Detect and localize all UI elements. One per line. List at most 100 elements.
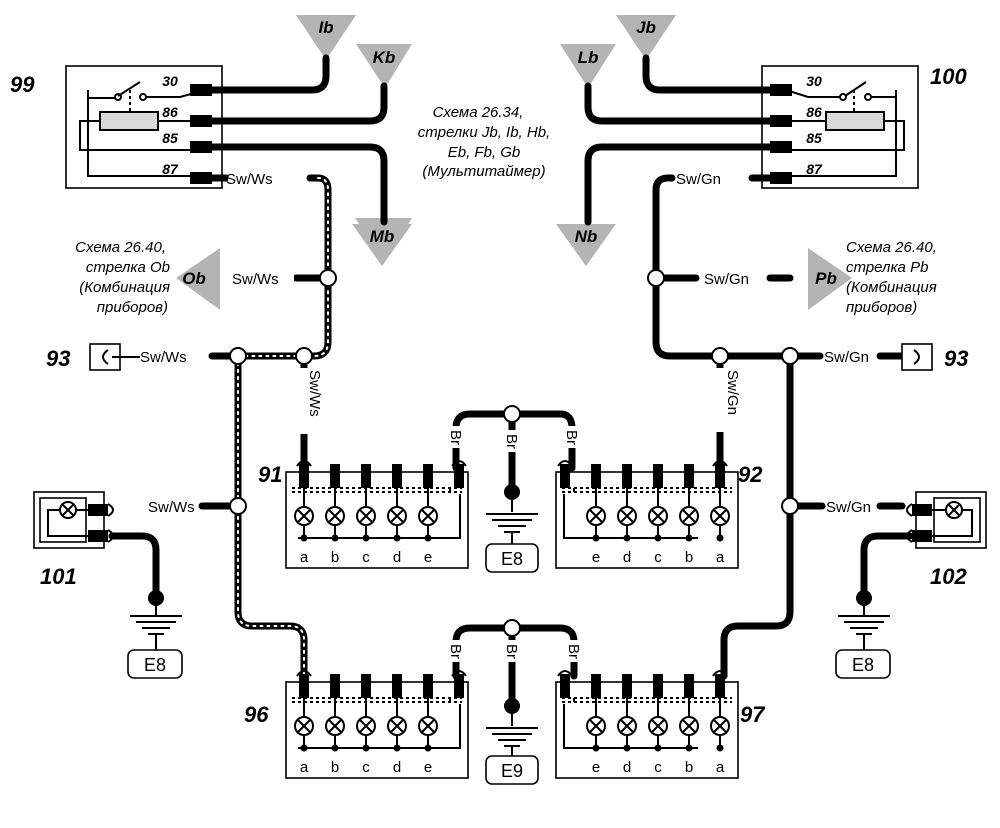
lamp-letter: d bbox=[393, 549, 401, 566]
lamp-letter: b bbox=[685, 549, 693, 566]
ground-e8-right: E8 bbox=[835, 532, 914, 679]
svg-text:(Комбинация: (Комбинация bbox=[79, 279, 170, 296]
switch-pin bbox=[653, 674, 663, 698]
svg-text:Pb: Pb bbox=[815, 269, 837, 288]
lamp-letter: a bbox=[300, 549, 309, 566]
svg-text:93: 93 bbox=[944, 346, 968, 371]
svg-text:86: 86 bbox=[806, 104, 822, 120]
switch-pin bbox=[330, 674, 340, 698]
lamp-letter: c bbox=[654, 549, 662, 566]
ground-e8-center: E8 bbox=[485, 484, 539, 573]
arrow-mb: Mb bbox=[352, 218, 412, 266]
svg-text:102: 102 bbox=[930, 564, 967, 589]
switch-housing bbox=[555, 471, 739, 569]
svg-text:Eb, Fb, Gb: Eb, Fb, Gb bbox=[448, 144, 521, 161]
switch-pin bbox=[622, 674, 632, 698]
lamp-letter: d bbox=[393, 759, 401, 776]
switch-pin bbox=[715, 674, 725, 698]
arrow-kb: Kb bbox=[356, 44, 412, 88]
wires-top-left bbox=[208, 54, 388, 226]
lamp-letter: c bbox=[654, 759, 662, 776]
switch-pin bbox=[423, 674, 433, 698]
svg-text:Mb: Mb bbox=[370, 227, 395, 246]
svg-text:Br: Br bbox=[503, 644, 520, 659]
connector-93-left: 93 bbox=[46, 343, 140, 371]
lamp-letter: e bbox=[592, 549, 600, 566]
label-91: 91 bbox=[258, 462, 282, 487]
note-center: Схема 26.34, стрелки Jb, Ib, Hb, Eb, Fb,… bbox=[418, 104, 550, 180]
label-97: 97 bbox=[740, 702, 766, 727]
svg-text:Br: Br bbox=[563, 430, 580, 445]
lamp-102: 102 bbox=[906, 491, 987, 589]
svg-text:87: 87 bbox=[806, 161, 823, 177]
switch-pin bbox=[361, 674, 371, 698]
lamp-letter: b bbox=[331, 549, 339, 566]
svg-text:Ib: Ib bbox=[318, 18, 333, 37]
switch-pin bbox=[653, 464, 663, 488]
svg-text:Sw/Gn: Sw/Gn bbox=[676, 171, 721, 188]
svg-text:Sw/Gn: Sw/Gn bbox=[826, 499, 871, 516]
svg-text:Sw/Ws: Sw/Ws bbox=[140, 349, 187, 366]
arrow-ob: Ob bbox=[176, 248, 220, 310]
switch-pin bbox=[330, 464, 340, 488]
svg-text:Sw/Gn: Sw/Gn bbox=[824, 349, 869, 366]
label-99: 99 bbox=[10, 72, 35, 97]
svg-text:E9: E9 bbox=[501, 761, 523, 781]
svg-text:E8: E8 bbox=[501, 549, 523, 569]
svg-text:стрелка Pb: стрелка Pb bbox=[846, 259, 928, 276]
label-100: 100 bbox=[930, 64, 967, 89]
svg-text:Схема 26.40,: Схема 26.40, bbox=[846, 239, 937, 256]
junction-nodes-left bbox=[229, 269, 337, 515]
sw-gn-labels: Sw/Gn Sw/Gn Sw/Gn Sw/Gn Sw/Gn bbox=[676, 171, 871, 516]
svg-text:93: 93 bbox=[46, 346, 70, 371]
svg-text:Ob: Ob bbox=[182, 269, 206, 288]
switch-pin bbox=[684, 674, 694, 698]
connector-93-right: 93 bbox=[901, 343, 968, 371]
lamp-letter: d bbox=[623, 549, 631, 566]
switch-pin bbox=[392, 464, 402, 488]
lamp-letter: e bbox=[424, 759, 432, 776]
svg-text:Sw/Gn: Sw/Gn bbox=[704, 271, 749, 288]
svg-text:(Мультитаймер): (Мультитаймер) bbox=[422, 163, 545, 180]
switch-housing bbox=[285, 681, 469, 779]
switch-pin bbox=[715, 464, 725, 488]
arrow-pb: Pb bbox=[808, 248, 852, 310]
svg-text:Sw/Ws: Sw/Ws bbox=[148, 499, 195, 516]
switch-pin bbox=[560, 674, 570, 698]
wires-top-right bbox=[584, 54, 774, 226]
lamp-letter: e bbox=[424, 549, 432, 566]
switch-pin bbox=[622, 464, 632, 488]
lamp-letter: a bbox=[716, 759, 725, 776]
lamp-letter: e bbox=[592, 759, 600, 776]
arrow-ib: Ib bbox=[296, 15, 356, 60]
ground-e9: E9 bbox=[485, 698, 539, 785]
svg-text:101: 101 bbox=[40, 564, 77, 589]
svg-text:Br: Br bbox=[447, 644, 464, 659]
switch-pin bbox=[392, 674, 402, 698]
svg-text:85: 85 bbox=[162, 130, 178, 146]
svg-text:86: 86 bbox=[162, 104, 178, 120]
lamp-letter: b bbox=[685, 759, 693, 776]
relay-100-pins: 30 86 85 87 bbox=[770, 73, 823, 184]
arrow-nb: Nb bbox=[556, 224, 616, 266]
svg-text:Sw/Gn: Sw/Gn bbox=[724, 370, 741, 415]
svg-text:стрелка Ob: стрелка Ob bbox=[86, 259, 170, 276]
switch-pin bbox=[361, 464, 371, 488]
arrow-lb: Lb bbox=[560, 44, 616, 88]
junction-nodes-right bbox=[647, 269, 799, 515]
switch-pin bbox=[454, 674, 464, 698]
label-92: 92 bbox=[738, 462, 763, 487]
svg-text:Sw/Ws: Sw/Ws bbox=[226, 171, 273, 188]
switch-pin bbox=[591, 674, 601, 698]
label-96: 96 bbox=[244, 702, 269, 727]
switch-pin bbox=[454, 464, 464, 488]
switch-pin bbox=[299, 464, 309, 488]
note-left: Схема 26.40, стрелка Ob (Комбинация приб… bbox=[75, 239, 170, 316]
lamp-101: 101 bbox=[33, 491, 114, 589]
svg-text:87: 87 bbox=[162, 161, 179, 177]
svg-text:приборов): приборов) bbox=[97, 299, 168, 316]
